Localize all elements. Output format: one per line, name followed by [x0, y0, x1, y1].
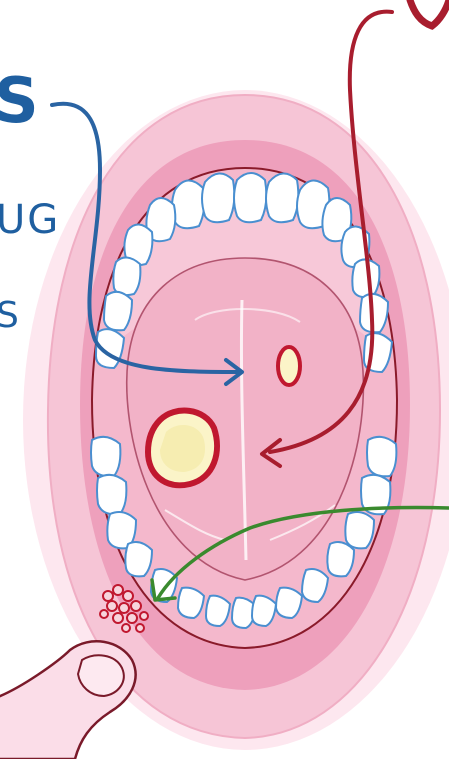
- finger-icon: [0, 641, 136, 759]
- label-left-middle: UG: [0, 200, 60, 240]
- small-ulcer: [278, 347, 300, 385]
- red-label-fragment: [410, 0, 449, 26]
- label-left-bottom: S: [0, 298, 19, 334]
- large-ulcer-core: [160, 425, 205, 472]
- label-left-top: S: [0, 70, 39, 132]
